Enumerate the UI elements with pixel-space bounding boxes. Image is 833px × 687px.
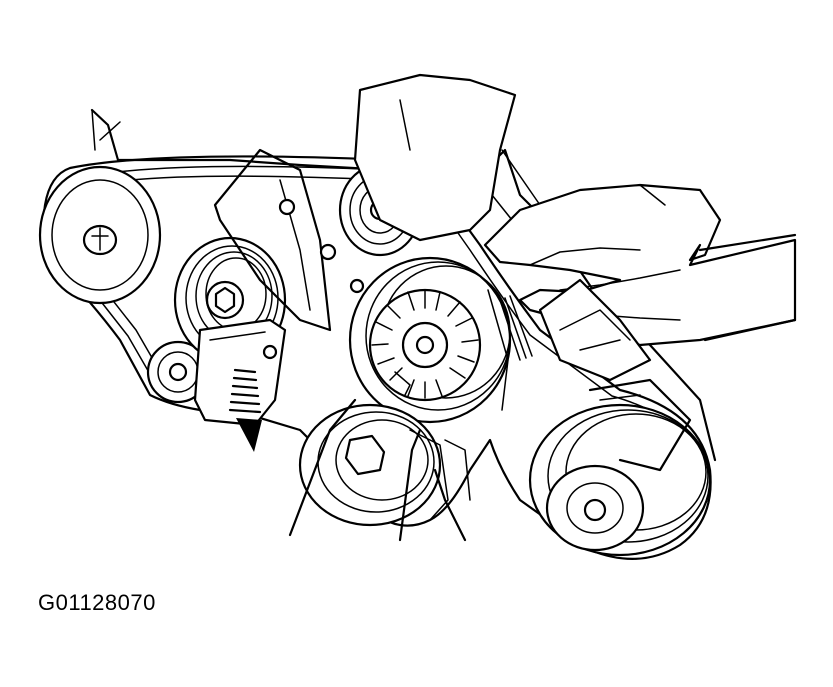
water-pump-pulley bbox=[298, 403, 471, 527]
bracket-hatch-marks bbox=[228, 368, 262, 414]
tool-handle-flap bbox=[353, 73, 517, 242]
crankshaft-pulley bbox=[38, 165, 162, 305]
right-bracket bbox=[538, 278, 692, 472]
alternator-pulley bbox=[348, 256, 512, 424]
ac-compressor-pulley bbox=[528, 403, 712, 557]
leader-lines bbox=[288, 398, 467, 542]
lower-left-idler-pulley bbox=[146, 340, 210, 404]
down-arrow-icon bbox=[236, 418, 262, 452]
alternator-fan-vanes bbox=[371, 289, 479, 399]
technician-sleeve bbox=[698, 233, 797, 342]
figure-code-label: G01128070 bbox=[38, 590, 156, 615]
technician-hand bbox=[483, 183, 797, 347]
tensioner-bracket bbox=[193, 318, 287, 452]
belt-ribs-right bbox=[487, 289, 533, 411]
mounting-bolts bbox=[278, 198, 365, 294]
